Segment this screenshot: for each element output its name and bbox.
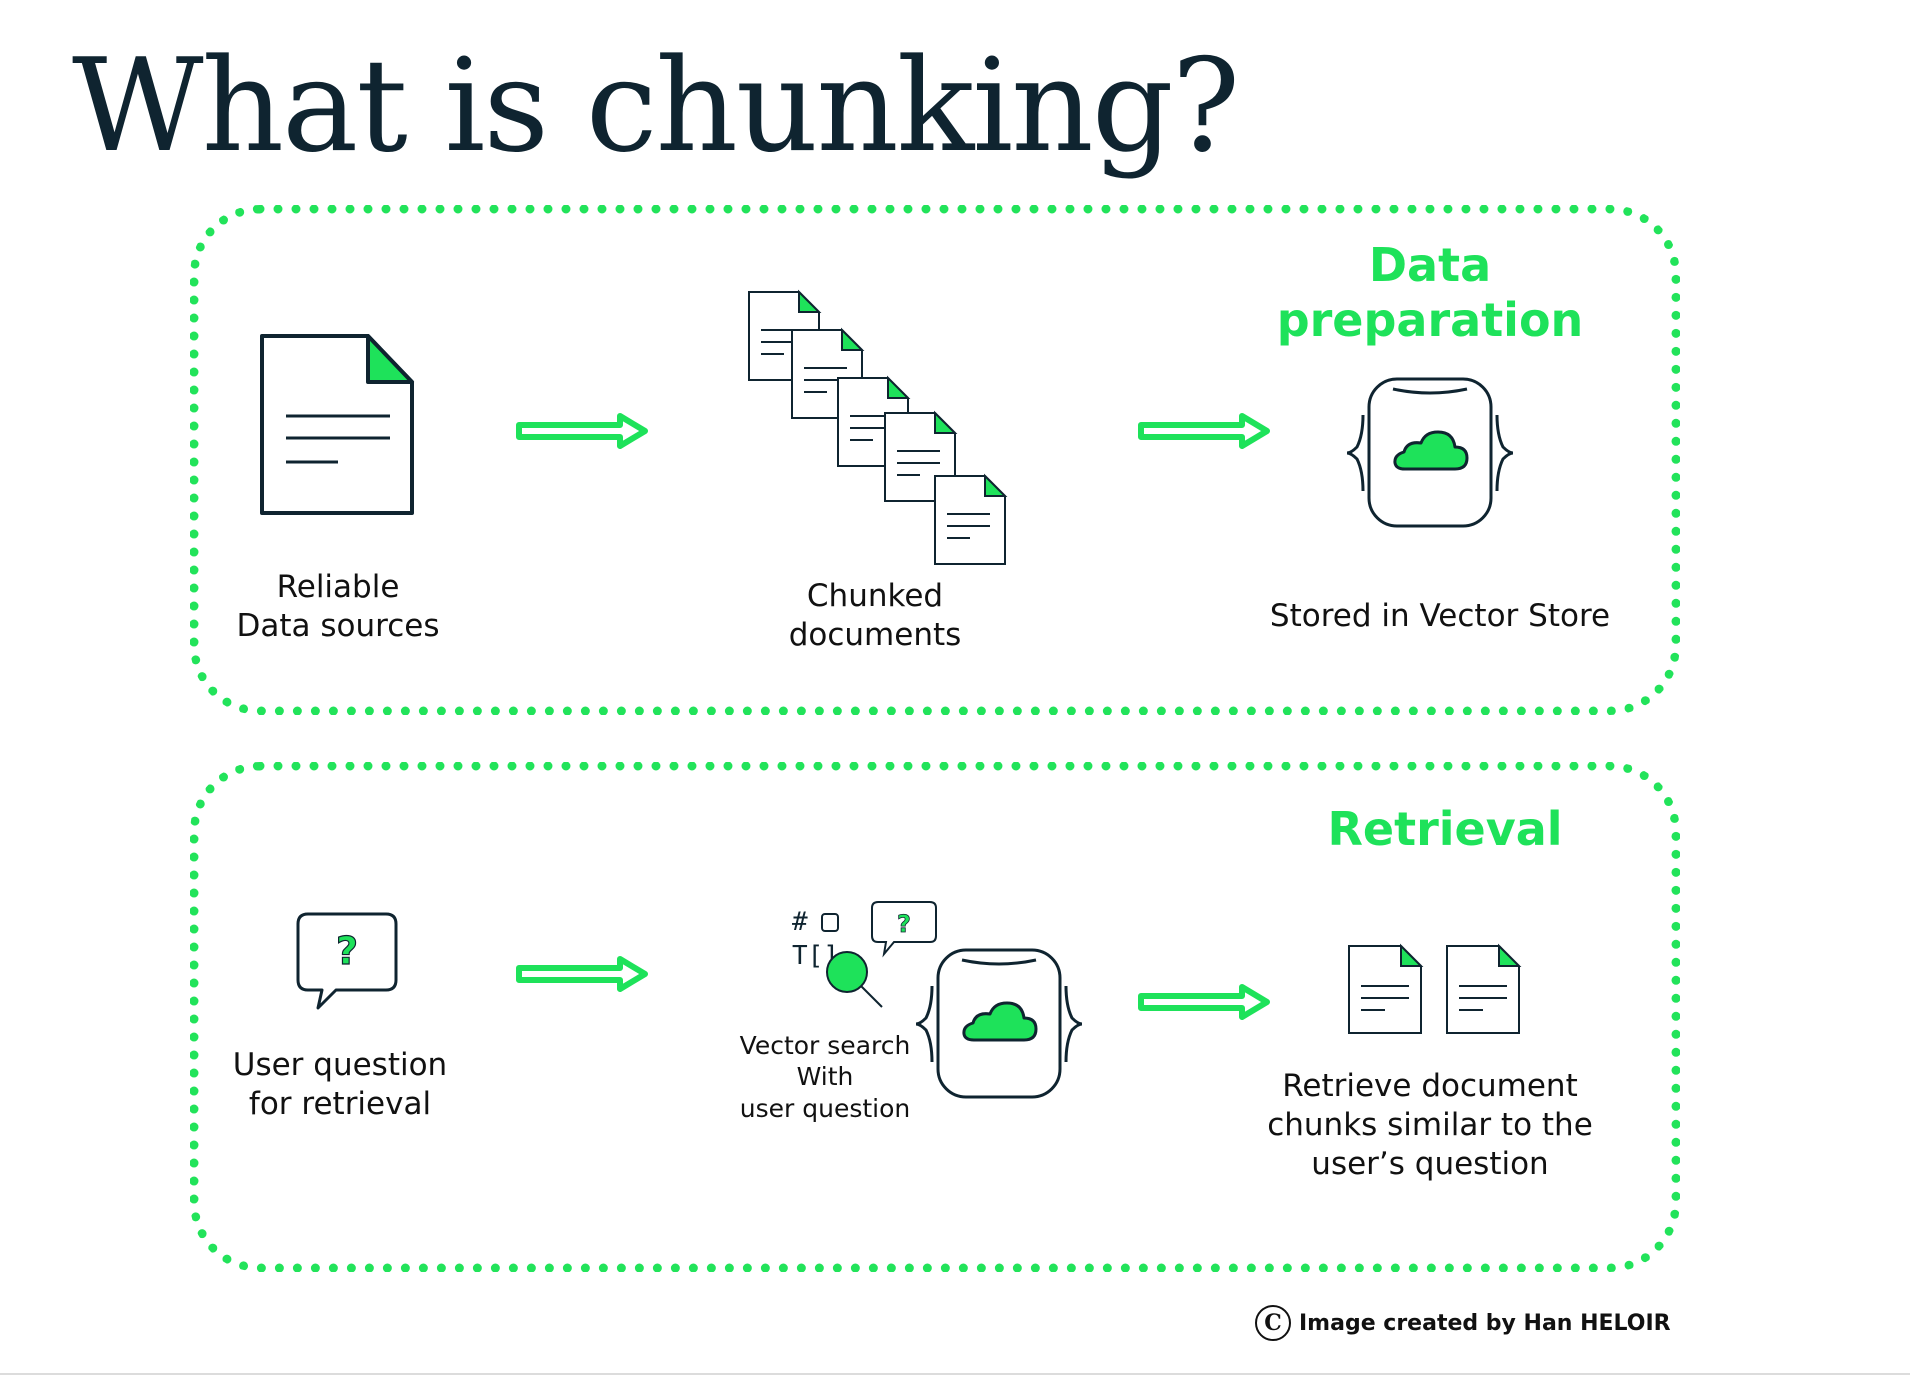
data-preparation-panel — [190, 205, 1680, 715]
vector-store-icon — [1346, 377, 1514, 528]
page-title: What is chunking? — [72, 32, 1240, 181]
vector-search-icon: # T[] ? — [792, 901, 1083, 1099]
step-label-vector-store: Stored in Vector Store — [1269, 598, 1611, 634]
arrow-right-icon — [516, 413, 648, 449]
step-label-vector-search: Vector search With user question — [739, 1031, 911, 1123]
retrieval-heading: Retrieval — [1327, 802, 1563, 856]
svg-text:?: ? — [897, 910, 911, 938]
chunked-documents-icon — [748, 289, 1008, 565]
arrow-right-icon — [1138, 413, 1270, 449]
step-label-data-sources: Reliable Data sources — [236, 569, 440, 644]
image-credit: C Image created by Han HELOIR — [1255, 1305, 1671, 1341]
arrow-right-icon — [1138, 984, 1270, 1020]
svg-text:#: # — [792, 907, 808, 937]
svg-text:?: ? — [336, 929, 358, 973]
step-label-chunked-documents: Chunked documents — [788, 578, 962, 653]
bottom-divider — [0, 1373, 1910, 1375]
data-preparation-heading: Data preparation — [1276, 238, 1584, 348]
documents-icon — [1348, 943, 1522, 1034]
copyright-icon: C — [1255, 1305, 1291, 1341]
question-bubble-icon: ? — [296, 912, 398, 1010]
arrow-right-icon — [516, 956, 648, 992]
step-label-retrieve-chunks: Retrieve document chunks similar to the … — [1267, 1068, 1593, 1182]
document-icon — [260, 334, 414, 515]
credit-text: Image created by Han HELOIR — [1299, 1310, 1671, 1336]
retrieval-panel — [190, 762, 1680, 1272]
step-label-user-question: User question for retrieval — [232, 1047, 448, 1122]
